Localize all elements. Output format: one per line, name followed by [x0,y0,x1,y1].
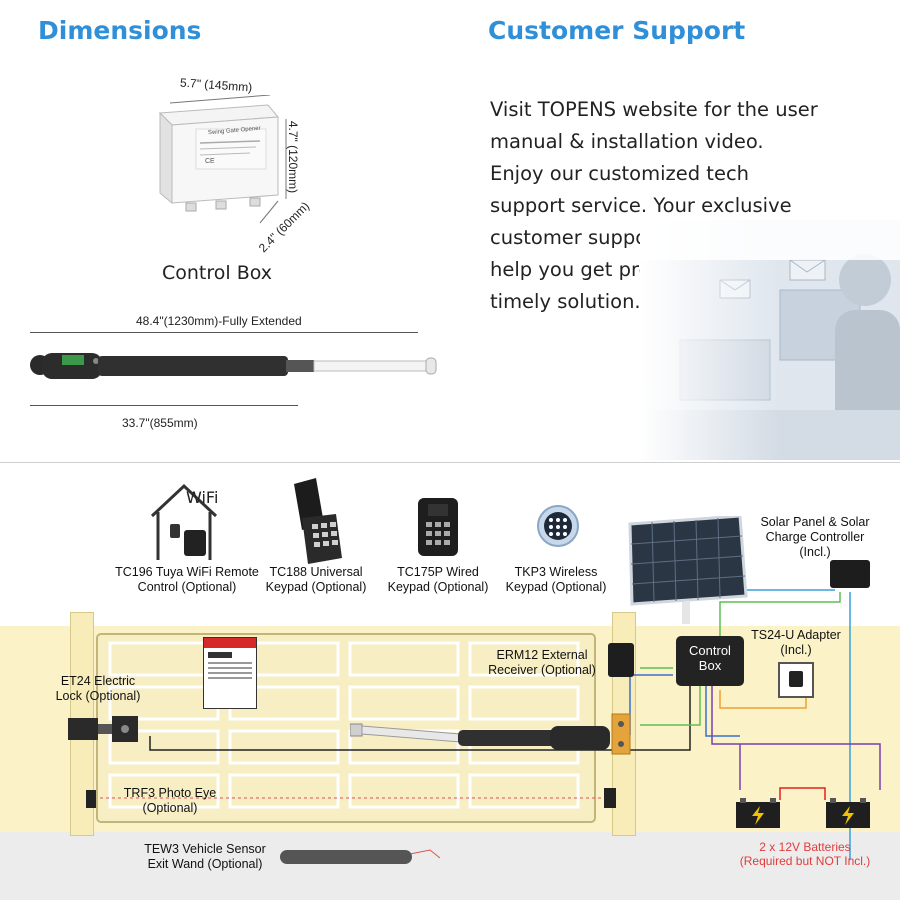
solar-line: Charge Controller [765,530,865,544]
keypad-icon [290,478,346,564]
support-line: manual & installation video. [490,130,764,153]
control-box-line: Control [689,643,731,658]
lock-label: ET24 Electric Lock (Optional) [48,674,148,704]
retracted-label: 33.7"(855mm) [122,416,198,430]
support-title: Customer Support [488,16,746,45]
accessory-label-tc188: TC188 Universal Keypad (Optional) [256,565,376,595]
control-box-label: Control Box [162,262,273,284]
receiver-label: ERM12 External Receiver (Optional) [482,648,602,678]
photo-eye-label: TRF3 Photo Eye (Optional) [118,786,222,816]
retracted-line [30,405,298,406]
ground [0,832,900,900]
adapter-line: TS24-U Adapter [751,628,841,642]
section-divider [0,462,900,463]
accessory-line: TC196 Tuya WiFi Remote [115,565,259,579]
batteries-label: 2 x 12V Batteries (Required but NOT Incl… [730,840,880,868]
control-box: Control Box [676,636,744,686]
exit-wand-icon [280,850,412,864]
solar-line: (Incl.) [799,545,831,559]
battery-left-icon [734,798,782,828]
receiver-icon [608,643,634,677]
receiver-line: Receiver (Optional) [488,663,596,677]
actuator-image [28,343,438,385]
support-photo [640,220,900,460]
lock-line: ET24 Electric [60,674,136,688]
extended-line [30,332,418,333]
wireless-keypad-icon [536,504,580,548]
gate-actuator [349,712,640,756]
accessory-line: TKP3 Wireless [514,565,598,579]
sensor-label: TEW3 Vehicle Sensor Exit Wand (Optional) [140,842,270,872]
accessory-line: Control (Optional) [137,580,237,594]
adapter-line: (Incl.) [780,643,812,657]
wired-keypad-icon [416,496,460,558]
battery-right-icon [824,798,872,828]
adapter-label: TS24-U Adapter (Incl.) [748,628,844,658]
accessory-line: Keypad (Optional) [387,580,489,594]
photo-eye-line: TRF3 Photo Eye [123,786,217,800]
accessory-label-tc175p: TC175P Wired Keypad (Optional) [378,565,498,595]
batteries-line: (Required but NOT Incl.) [739,854,871,868]
box-width-label: 5.7" (145mm) [179,75,253,95]
receiver-line: ERM12 External [496,648,588,662]
support-line: support service. Your exclusive [490,194,792,217]
electric-lock-icon [66,712,142,748]
accessory-line: TC188 Universal [269,565,363,579]
accessory-line: Keypad (Optional) [265,580,367,594]
accessory-label-tkp3: TKP3 Wireless Keypad (Optional) [496,565,616,595]
accessory-line: TC175P Wired [397,565,479,579]
solar-panel-icon [622,514,752,624]
lock-line: Lock (Optional) [55,689,141,703]
solar-label: Solar Panel & Solar Charge Controller (I… [752,515,878,560]
support-paragraph: Visit TOPENS website for the user manual… [490,94,850,318]
batteries-line: 2 x 12V Batteries [759,840,851,854]
box-height-label: 4.7" (120mm) [286,120,301,194]
control-box-line: Box [698,658,722,673]
support-line: Visit TOPENS website for the user [490,98,818,121]
sensor-line: Exit Wand (Optional) [147,857,263,871]
support-line: timely solution. [490,290,641,313]
photo-eye-line: (Optional) [142,801,198,815]
photo-eye-left-icon [86,790,96,808]
wifi-text: WiFi [186,488,219,507]
solar-line: Solar Panel & Solar [760,515,870,529]
dimensions-title: Dimensions [38,16,202,45]
photo-eye-right-icon [604,788,616,808]
accessory-label-wifi: TC196 Tuya WiFi Remote Control (Optional… [112,565,262,595]
ce-badge: CE [205,158,215,165]
extended-label: 48.4"(1230mm)-Fully Extended [136,314,302,328]
sensor-line: TEW3 Vehicle Sensor [144,842,266,856]
adapter-icon [778,662,814,698]
control-box-image [150,94,300,245]
support-line: Enjoy our customized tech [490,162,750,185]
accessory-line: Keypad (Optional) [505,580,607,594]
wifi-house-icon [148,480,220,564]
warning-sign [203,637,257,709]
charge-controller-icon [830,560,870,588]
